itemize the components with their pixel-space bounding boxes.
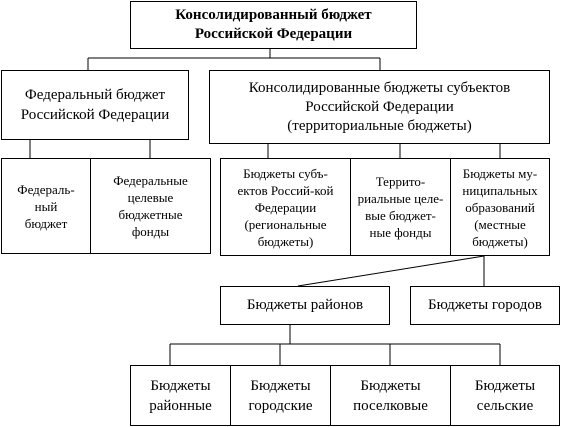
federal-budget-child-node: Федераль- ный бюджет [1, 158, 91, 254]
municipal-budgets-label: Бюджеты му- ниципальных образований (мес… [462, 165, 538, 249]
federal-budget-child-label: Федераль- ный бюджет [17, 181, 75, 231]
root-label: Консолидированный бюджет Российской Феде… [175, 7, 372, 42]
territorial-funds-node: Террито- риальные целе- вые бюджет- ные … [350, 158, 451, 256]
federal-budget-node: Федеральный бюджет Российской Федерации [1, 70, 189, 140]
regional-budgets-node: Бюджеты субъ- ектов Россий-кой Федерации… [220, 158, 351, 256]
districts-budgets-node: Бюджеты районов [220, 286, 390, 325]
city-level-budgets-label: Бюджеты городские [248, 377, 313, 414]
city-level-budgets-node: Бюджеты городские [230, 365, 331, 426]
settlement-budgets-node: Бюджеты поселковые [330, 365, 451, 426]
districts-budgets-label: Бюджеты районов [246, 297, 364, 313]
district-level-budgets-label: Бюджеты районные [149, 377, 212, 414]
federal-funds-node: Федеральные целевые бюджетные фонды [90, 158, 211, 254]
federal-budget-label: Федеральный бюджет Российской Федерации [20, 87, 170, 123]
root-node: Консолидированный бюджет Российской Феде… [130, 1, 417, 49]
connector-municipal-districts [297, 255, 485, 287]
district-level-budgets-node: Бюджеты районные [130, 365, 231, 426]
subjects-budget-label: Консолидированные бюджеты субъектов Росс… [248, 79, 511, 134]
cities-budgets-node: Бюджеты городов [410, 286, 560, 325]
rural-budgets-label: Бюджеты сельские [474, 377, 536, 414]
cities-budgets-label: Бюджеты городов [428, 297, 542, 313]
regional-budgets-label: Бюджеты субъ- ектов Россий-кой Федерации… [237, 165, 334, 249]
federal-funds-label: Федеральные целевые бюджетные фонды [113, 173, 188, 239]
settlement-budgets-label: Бюджеты поселковые [353, 377, 428, 414]
rural-budgets-node: Бюджеты сельские [450, 365, 560, 426]
subjects-budget-node: Консолидированные бюджеты субъектов Росс… [209, 70, 550, 144]
municipal-budgets-node: Бюджеты му- ниципальных образований (мес… [450, 158, 550, 256]
territorial-funds-label: Террито- риальные целе- вые бюджет- ные … [357, 174, 444, 240]
